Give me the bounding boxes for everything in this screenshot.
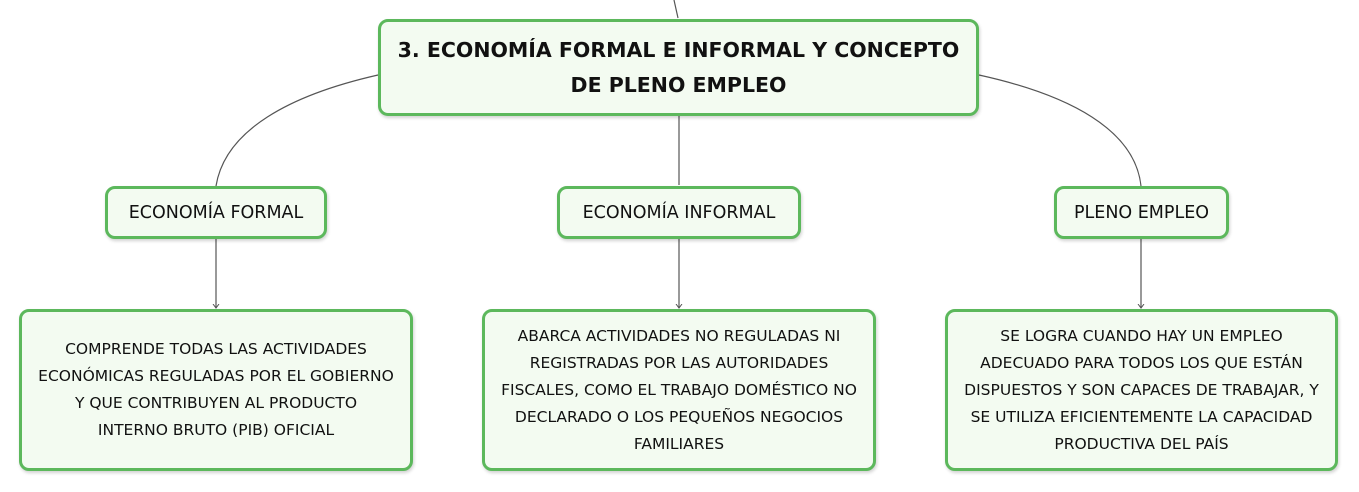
branch-label-economia-formal: ECONOMÍA FORMAL <box>128 202 304 223</box>
branch-node-economia-informal[interactable]: ECONOMÍA INFORMAL <box>557 186 801 239</box>
connector-root-to-pleno <box>978 74 1142 187</box>
description-text-economia-formal: COMPRENDE TODAS LAS ACTIVIDADES ECONÓMIC… <box>38 340 394 439</box>
root-topic-node[interactable]: 3. ECONOMÍA FORMAL E INFORMAL Y CONCEPTO… <box>378 19 979 116</box>
root-topic-title: 3. ECONOMÍA FORMAL E INFORMAL Y CONCEPTO… <box>397 37 960 97</box>
description-node-economia-informal[interactable]: ABARCA ACTIVIDADES NO REGULADAS NI REGIS… <box>482 309 876 471</box>
description-text-economia-informal: ABARCA ACTIVIDADES NO REGULADAS NI REGIS… <box>501 326 857 453</box>
branch-node-economia-formal[interactable]: ECONOMÍA FORMAL <box>105 186 327 239</box>
branch-label-economia-informal: ECONOMÍA INFORMAL <box>582 202 776 223</box>
branch-label-pleno-empleo: PLENO EMPLEO <box>1073 202 1210 223</box>
description-node-pleno-empleo[interactable]: SE LOGRA CUANDO HAY UN EMPLEO ADECUADO P… <box>945 309 1338 471</box>
description-node-economia-formal[interactable]: COMPRENDE TODAS LAS ACTIVIDADES ECONÓMIC… <box>19 309 413 471</box>
connector-root-to-formal <box>215 74 379 187</box>
connector-parent-to-root <box>673 0 679 19</box>
branch-node-pleno-empleo[interactable]: PLENO EMPLEO <box>1054 186 1229 239</box>
description-text-pleno-empleo: SE LOGRA CUANDO HAY UN EMPLEO ADECUADO P… <box>964 326 1319 453</box>
